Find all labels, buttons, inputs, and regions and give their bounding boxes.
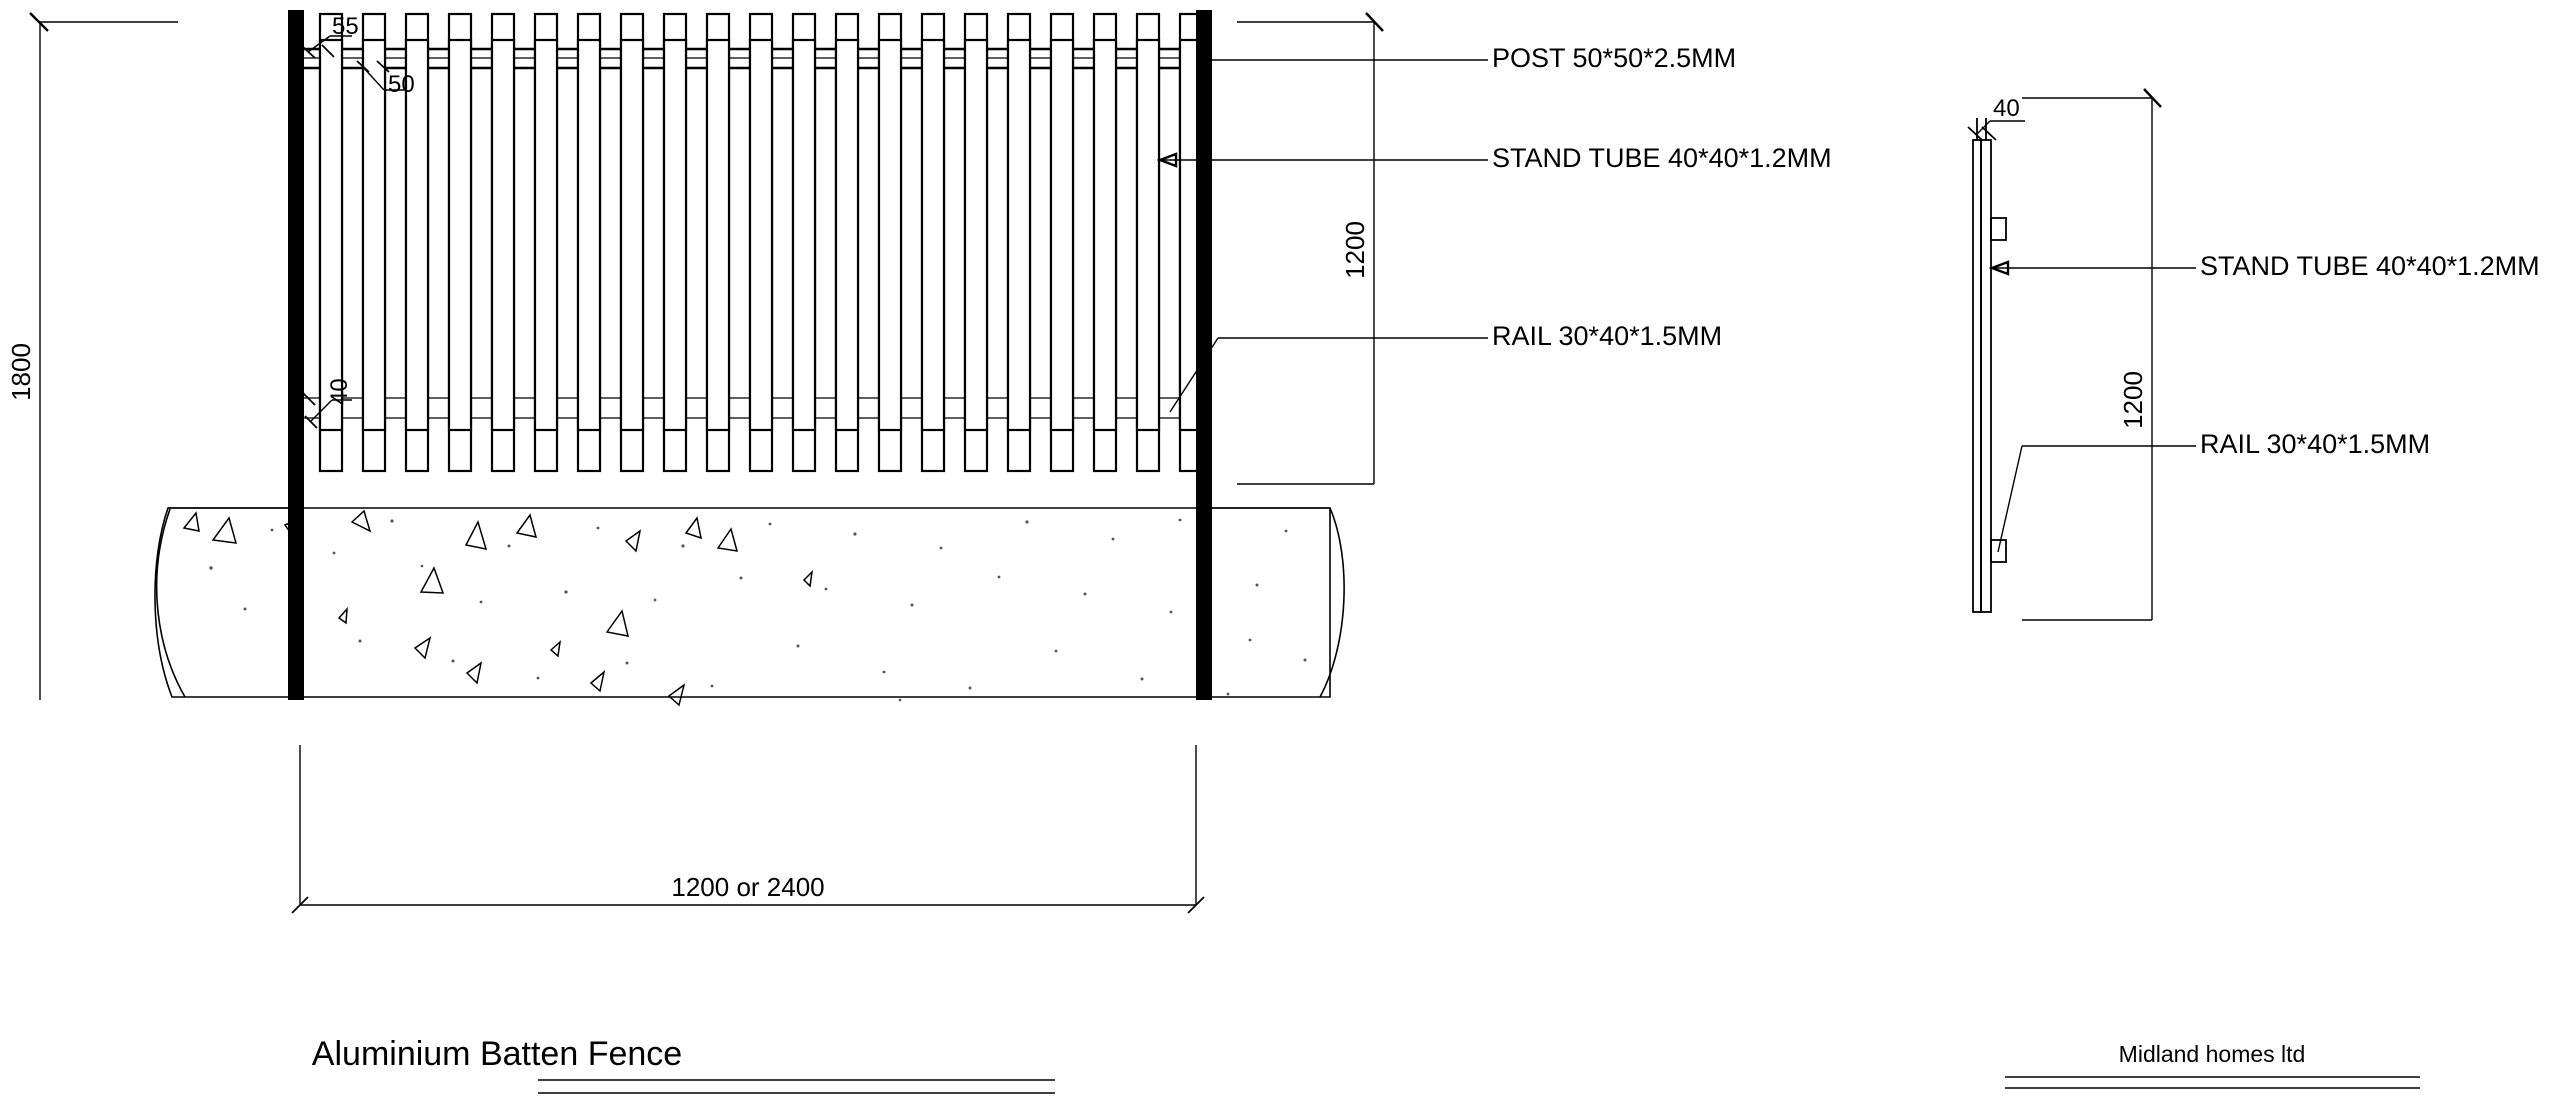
side-bracket-upper <box>1990 217 2007 241</box>
aggregate-hatch <box>182 509 814 707</box>
dimension-side-post-width-40: 40 <box>1967 95 2025 141</box>
callout-post: POST 50*50*2.5MM <box>1212 43 1736 73</box>
post-right <box>1196 10 1212 700</box>
side-bracket-lower <box>1990 539 2007 563</box>
dimension-label-1200-side: 1200 <box>2118 371 2148 429</box>
company-name: Midland homes ltd <box>2119 1041 2306 1067</box>
post-left <box>288 10 304 700</box>
drawing-title: Aluminium Batten Fence <box>312 1035 682 1073</box>
callout-label-stand-tube-side: STAND TUBE 40*40*1.2MM <box>2200 251 2540 281</box>
callout-label-stand-tube-front: STAND TUBE 40*40*1.2MM <box>1492 143 1832 173</box>
front-view-title: Aluminium Batten Fence <box>312 1035 1055 1094</box>
batten-overlay <box>318 38 1204 432</box>
dimension-label-40-rail: 40 <box>326 378 353 405</box>
callout-label-rail-front: RAIL 30*40*1.5MM <box>1492 321 1722 351</box>
dimension-batten-width-55: 55 <box>302 13 359 59</box>
callout-label-post: POST 50*50*2.5MM <box>1492 43 1736 73</box>
dimension-label-1200-front: 1200 <box>1340 221 1370 279</box>
dimension-label-1800: 1800 <box>6 343 36 401</box>
side-post-profile <box>1972 118 1992 613</box>
dimension-overall-height-1800: 1800 <box>6 12 178 700</box>
aggregate-dots <box>209 518 1307 702</box>
callout-label-rail-side: RAIL 30*40*1.5MM <box>2200 429 2430 459</box>
company-footer: Midland homes ltd <box>2005 1041 2420 1089</box>
dimension-label-55: 55 <box>332 13 359 40</box>
dimension-batten-gap-50: 50 <box>356 60 415 98</box>
dimension-label-40-side: 40 <box>1993 95 2020 122</box>
dimension-label-overall-width: 1200 or 2400 <box>671 872 824 902</box>
dimension-overall-width: 1200 or 2400 <box>291 745 1205 914</box>
callout-rail-side: RAIL 30*40*1.5MM <box>1997 429 2430 553</box>
callout-stand-tube-side: STAND TUBE 40*40*1.2MM <box>1988 251 2540 281</box>
dimension-rail-height-40: 40 <box>302 378 353 429</box>
dimension-side-height-1200: 1200 <box>2022 88 2162 621</box>
dimension-label-50: 50 <box>388 71 415 98</box>
concrete-footing <box>154 507 1345 707</box>
dimension-fence-height-1200: 1200 <box>1237 12 1384 485</box>
callout-stand-tube-front: STAND TUBE 40*40*1.2MM <box>1156 143 1832 173</box>
callout-rail-front: RAIL 30*40*1.5MM <box>1169 321 1722 413</box>
